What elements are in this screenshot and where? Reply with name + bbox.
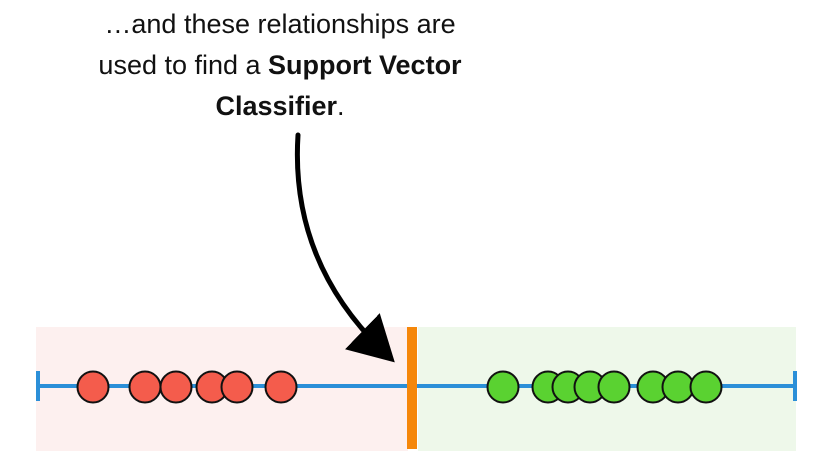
support-vector-classifier-threshold	[407, 327, 417, 449]
red-point-5	[220, 370, 254, 404]
red-points-group	[76, 370, 298, 404]
caption-bold-classifier: Classifier	[215, 91, 338, 121]
green-point-8	[689, 370, 723, 404]
caption-line-1: …and these relationships are	[104, 9, 456, 39]
caption-line-2: used to find a Support Vector	[0, 45, 560, 86]
green-point-7	[661, 370, 695, 404]
caption-text: …and these relationships are used to fin…	[0, 4, 560, 127]
red-point-6	[264, 370, 298, 404]
red-point-2	[128, 370, 162, 404]
red-point-1	[76, 370, 110, 404]
caption-bold-support-vector: Support Vector	[268, 50, 462, 80]
green-point-5	[597, 370, 631, 404]
caption-period: .	[337, 91, 345, 121]
caption-line-3: Classifier.	[0, 86, 560, 127]
caption-line-2-text: used to find a	[98, 50, 269, 80]
green-points-group	[486, 370, 723, 404]
green-point-1	[486, 370, 520, 404]
red-point-3	[159, 370, 193, 404]
pointer-arrow	[294, 132, 395, 363]
